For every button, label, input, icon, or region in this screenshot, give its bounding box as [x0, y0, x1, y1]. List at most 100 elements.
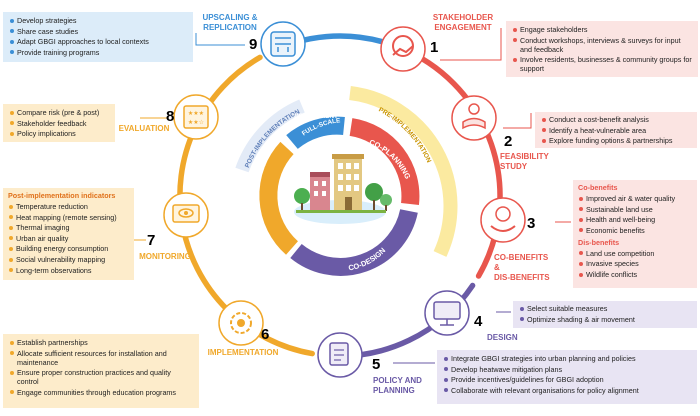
list-item: Engage communities through education pro… — [9, 388, 193, 397]
stage-9-title-line-2: REPLICATION — [203, 23, 257, 32]
list-item: Compare risk (pre & post) — [9, 108, 109, 117]
stage-7-number: 7 — [147, 232, 156, 249]
stage-3-title: CO-BENEFITS & DIS-BENEFITS — [494, 253, 556, 283]
list-item: Integrate GBGI strategies into urban pla… — [443, 354, 691, 363]
stage-7-title-line-1: MONITORING — [139, 252, 191, 261]
stage-icons: ★★★ ★★☆ — [163, 21, 526, 378]
list-item: Provide incentives/guidelines for GBGI a… — [443, 375, 691, 384]
design-box: Select suitable measures Optimize shadin… — [513, 301, 697, 328]
stage-6-title: IMPLEMENTATION — [203, 348, 283, 358]
stage-9-title-line-1: UPSCALING & — [202, 13, 258, 22]
list-item: Economic benefits — [578, 226, 692, 235]
full-scale-deployment-segment — [286, 116, 345, 150]
stage-1-title: STAKEHOLDER ENGAGEMENT — [423, 13, 503, 33]
design-icon — [424, 290, 470, 336]
feasibility-study-box: Conduct a cost-benefit analysis Identify… — [535, 112, 697, 148]
stage-7-title: MONITORING — [134, 252, 196, 262]
list-item: Urban air quality — [8, 234, 129, 243]
policy-planning-icon — [317, 332, 363, 378]
stage-4-title: DESIGN — [487, 333, 527, 343]
list-item: Involve residents, businesses & communit… — [512, 55, 692, 73]
stage-5-number: 5 — [372, 356, 381, 373]
stage-2-title-line-1: FEASIBILITY — [500, 152, 549, 161]
stage-6-title-line-1: IMPLEMENTATION — [207, 348, 279, 357]
evaluation-icon: ★★★ ★★☆ — [173, 94, 219, 140]
list-item: Building energy consumption — [8, 244, 129, 253]
stage-6-number: 6 — [261, 326, 270, 343]
inner-circle: CO-PLANNING CO-DESIGN CO-MANAGEMENT FULL… — [244, 106, 432, 276]
list-item: Wildlife conflicts — [578, 270, 692, 279]
co-design-segment — [290, 208, 418, 276]
upscaling-icon — [260, 21, 306, 67]
list-item: Collaborate with relevant organisations … — [443, 386, 691, 395]
list-item: Develop strategies — [9, 16, 187, 25]
list-item: Engage stakeholders — [512, 25, 692, 34]
policy-planning-box: Integrate GBGI strategies into urban pla… — [437, 350, 697, 404]
feasibility-study-icon — [451, 95, 497, 141]
evaluation-box: Compare risk (pre & post) Stakeholder fe… — [3, 104, 115, 142]
implementation-icon — [218, 300, 264, 346]
stage-9-title: UPSCALING & REPLICATION — [198, 13, 262, 33]
list-item: Explore funding options & partnerships — [541, 136, 691, 145]
monitoring-header: Post-implementation indicators — [8, 191, 116, 200]
list-item: Provide training programs — [9, 48, 187, 57]
list-item: Sustainable land use — [578, 205, 692, 214]
list-item: Stakeholder feedback — [9, 119, 109, 128]
svg-text:★★☆: ★★☆ — [188, 119, 204, 126]
list-item: Improved air & water quality — [578, 194, 692, 203]
list-item: Temperature reduction — [8, 202, 129, 211]
stage-3-title-line-1: CO-BENEFITS & — [494, 253, 549, 272]
post-implementation-band — [235, 99, 305, 173]
dis-benefits-header: Dis-benefits — [578, 237, 620, 247]
list-item: Invasive species — [578, 259, 692, 268]
stakeholder-engagement-box: Engage stakeholders Conduct workshops, i… — [506, 21, 698, 77]
stage-3-title-line-2: DIS-BENEFITS — [494, 273, 550, 282]
stage-8-title: EVALUATION — [117, 124, 171, 134]
list-item: Develop heatwave mitigation plans — [443, 365, 691, 374]
deployment-label: DEPLOYMENT — [294, 113, 338, 120]
stage-1-number: 1 — [430, 39, 439, 56]
list-item: Share case studies — [9, 27, 187, 36]
list-item: Conduct workshops, interviews & surveys … — [512, 36, 692, 54]
city-illustration — [294, 154, 392, 224]
stage-5-title-line-1: POLICY AND — [373, 376, 422, 385]
list-item: Policy implications — [9, 129, 109, 138]
stage-1-title-line-2: ENGAGEMENT — [434, 23, 492, 32]
list-item: Land use competition — [578, 249, 692, 258]
list-item: Select suitable measures — [519, 304, 691, 313]
stage-2-title-line-2: STUDY — [500, 162, 528, 171]
list-item: Conduct a cost-benefit analysis — [541, 115, 691, 124]
co-benefits-box: Co-benefits Improved air & water quality… — [573, 180, 697, 288]
stage-9-number: 9 — [249, 36, 258, 53]
monitoring-box: Post-implementation indicators Temperatu… — [3, 188, 134, 280]
stage-5-title: POLICY AND PLANNING — [373, 376, 433, 396]
co-benefits-header: Co-benefits — [578, 183, 618, 192]
stage-4-number: 4 — [474, 313, 483, 330]
list-item: Allocate sufficient resources for instal… — [9, 349, 193, 367]
stage-2-title: FEASIBILITY STUDY — [500, 152, 550, 172]
list-item: Thermal imaging — [8, 223, 129, 232]
stakeholder-engagement-icon — [380, 26, 426, 72]
upscaling-replication-box: Develop strategies Share case studies Ad… — [3, 12, 193, 62]
list-item: Adapt GBGI approaches to local contexts — [9, 37, 187, 46]
list-item: Long-term observations — [8, 266, 129, 275]
stage-8-title-line-1: EVALUATION — [118, 124, 170, 133]
list-item: Social vulnerability mapping — [8, 255, 129, 264]
stage-5-title-line-2: PLANNING — [373, 386, 415, 395]
co-management-segment — [259, 141, 299, 255]
stage-2-number: 2 — [504, 133, 513, 150]
pre-implementation-band — [349, 86, 458, 257]
stage-1-title-line-1: STAKEHOLDER — [432, 13, 494, 22]
implementation-box: Establish partnerships Allocate sufficie… — [3, 334, 199, 408]
list-item: Identify a heat-vulnerable area — [541, 126, 691, 135]
co-planning-segment — [349, 118, 420, 205]
stage-8-number: 8 — [166, 108, 175, 125]
stage-4-title-line-1: DESIGN — [487, 333, 518, 342]
monitoring-icon — [163, 192, 209, 238]
list-item: Health and well-being — [578, 215, 692, 224]
svg-text:★★★: ★★★ — [188, 110, 204, 117]
stage-3-number: 3 — [527, 215, 536, 232]
list-item: Heat mapping (remote sensing) — [8, 213, 129, 222]
co-benefits-icon — [480, 197, 526, 243]
list-item: Optimize shading & air movement — [519, 315, 691, 324]
